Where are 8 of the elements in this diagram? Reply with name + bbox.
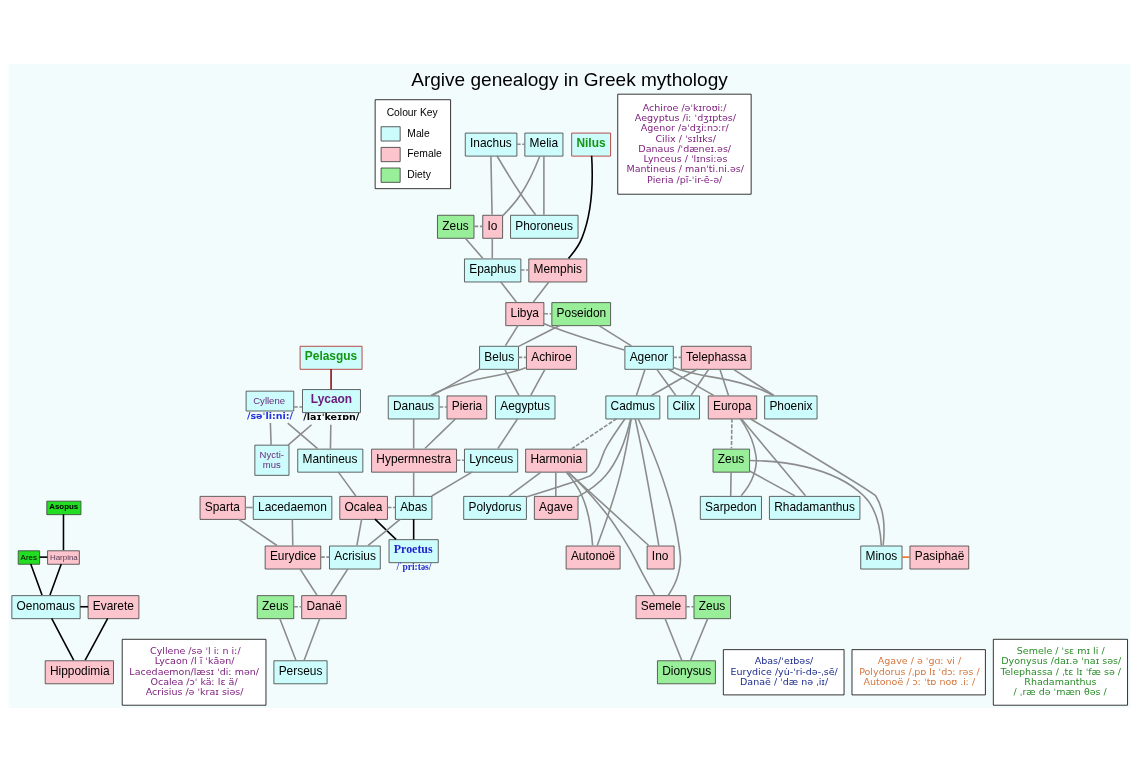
node-label: /laɪˈkeɪɒn/ — [303, 411, 360, 423]
legend-label: Female — [407, 148, 442, 160]
label: Colour Key — [386, 106, 438, 118]
node-label: /ˈpri:təs/ — [396, 562, 432, 573]
legend-label: Male — [407, 127, 430, 139]
node-label: /səˈli:ni:/ — [246, 409, 294, 421]
diagram-title: Argive genealogy in Greek mythology — [411, 68, 728, 90]
legend-label: Diety — [407, 168, 431, 180]
